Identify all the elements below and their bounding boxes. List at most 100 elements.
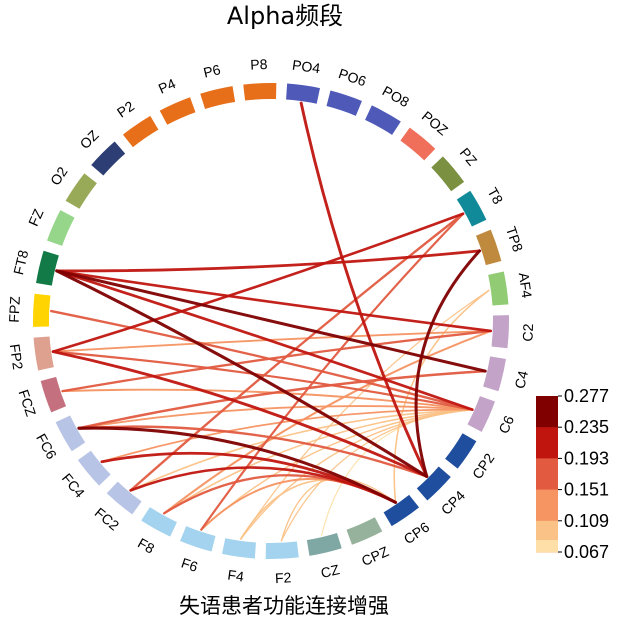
node-label-p8: P8: [250, 56, 268, 73]
sector-f8: [141, 507, 177, 537]
node-label-cp6: CP6: [401, 518, 433, 547]
sector-tp8: [475, 229, 502, 266]
node-label-po8: PO8: [380, 83, 412, 111]
sector-p4: [159, 97, 196, 125]
sector-o2: [65, 173, 97, 209]
legend-tick-label-5: 0.067: [564, 542, 609, 562]
sector-fc4: [77, 450, 111, 486]
legend-swatch-1: [536, 427, 558, 459]
legend-swatch-3: [536, 489, 558, 522]
node-label-f4: F4: [227, 567, 246, 585]
sector-p2: [122, 115, 159, 148]
node-label-f6: F6: [179, 555, 200, 575]
node-label-po6: PO6: [337, 65, 369, 89]
link-cp4-fp2: [51, 350, 429, 478]
legend-tick-label-1: 0.235: [564, 417, 609, 437]
sector-oz: [91, 141, 126, 176]
sector-c2: [491, 315, 509, 349]
node-label-fp2: FP2: [7, 343, 26, 371]
node-label-pz: PZ: [457, 145, 481, 169]
legend-swatch-5: [536, 540, 558, 552]
node-label-fz: FZ: [25, 206, 47, 229]
link-c4-ft8: [55, 269, 487, 373]
link-tp8-ft8: [55, 249, 481, 273]
node-label-c2: C2: [519, 323, 536, 342]
node-label-tp8: TP8: [503, 224, 526, 254]
sector-fcz: [40, 376, 67, 413]
node-label-cpz: CPZ: [359, 543, 391, 569]
link-c6-f4: [240, 408, 474, 540]
sector-poz: [400, 127, 436, 161]
sector-fp2: [33, 336, 54, 371]
sector-po6: [326, 90, 362, 116]
legend-swatch-2: [536, 458, 558, 491]
link-cp4-ft8: [55, 269, 429, 478]
sector-ft8: [36, 250, 59, 286]
sector-cz: [306, 532, 342, 556]
sector-fpz: [32, 293, 51, 327]
link-c6-f8: [163, 408, 474, 515]
sector-t8: [456, 190, 487, 227]
link-c6-fc4: [101, 408, 474, 463]
legend-tick-label-0: 0.277: [564, 386, 609, 406]
node-label-fc2: FC2: [92, 504, 123, 533]
legend-tick-label-2: 0.193: [564, 448, 609, 468]
node-label-cp2: CP2: [469, 450, 498, 482]
node-label-cz: CZ: [319, 561, 341, 581]
node-label-c6: C6: [495, 413, 517, 436]
sector-af4: [488, 271, 509, 306]
node-label-fc6: FC6: [33, 431, 60, 462]
sector-f6: [180, 526, 216, 552]
legend-swatch-0: [536, 396, 558, 428]
link-af4-f4: [240, 289, 490, 540]
node-label-p6: P6: [202, 61, 223, 81]
node-label-c4: C4: [511, 369, 531, 390]
link-c2-f8: [163, 329, 492, 515]
link-cp4-fc6: [77, 425, 428, 478]
sector-fz: [47, 210, 75, 246]
sector-f4: [222, 538, 256, 559]
diagram-title: Alpha频段: [227, 2, 343, 30]
sector-fc2: [106, 481, 142, 515]
sector-po4: [286, 83, 320, 104]
sector-pz: [431, 156, 465, 192]
link-c6-fc2: [129, 408, 474, 492]
node-label-po4: PO4: [291, 57, 321, 77]
sector-p6: [200, 86, 236, 110]
sector-p8: [243, 83, 277, 101]
node-label-t8: T8: [484, 185, 506, 207]
link-cp6-fc6: [77, 426, 398, 504]
link-cp4-po4: [299, 101, 429, 478]
node-label-fcz: FCZ: [15, 387, 39, 418]
node-label-cp4: CP4: [438, 487, 469, 518]
node-label-oz: OZ: [77, 127, 102, 152]
node-label-p2: P2: [114, 98, 137, 121]
sector-cp2: [445, 433, 477, 469]
link-c6-fc6: [77, 405, 474, 430]
sector-cpz: [346, 517, 383, 545]
link-af4-cp6: [393, 289, 490, 504]
sector-cp6: [383, 494, 420, 527]
node-label-f2: F2: [275, 569, 292, 586]
legend-tick-label-4: 0.109: [564, 511, 609, 531]
node-label-fpz: FPZ: [6, 295, 23, 323]
sector-cp4: [416, 466, 451, 501]
link-tp8-cp4: [414, 249, 482, 478]
node-label-p4: P4: [156, 75, 178, 97]
sector-c6: [467, 396, 495, 432]
legend-tick-label-3: 0.151: [564, 480, 609, 500]
node-label-f8: F8: [135, 535, 157, 557]
link-c4-fc6: [77, 369, 487, 430]
sector-c4: [483, 356, 506, 392]
sector-fc6: [55, 415, 86, 452]
link-t8-fp2: [51, 212, 465, 353]
node-label-o2: O2: [47, 164, 71, 189]
node-label-poz: POZ: [419, 108, 452, 139]
color-legend: 0.277 0.235 0.193 0.151 0.109 0.067: [536, 386, 609, 562]
link-t8-f6: [200, 212, 465, 531]
sector-po8: [365, 105, 401, 135]
diagram-subtitle: 失语患者功能连接增强: [179, 594, 389, 618]
node-label-af4: AF4: [516, 271, 535, 299]
node-label-fc4: FC4: [59, 470, 88, 501]
